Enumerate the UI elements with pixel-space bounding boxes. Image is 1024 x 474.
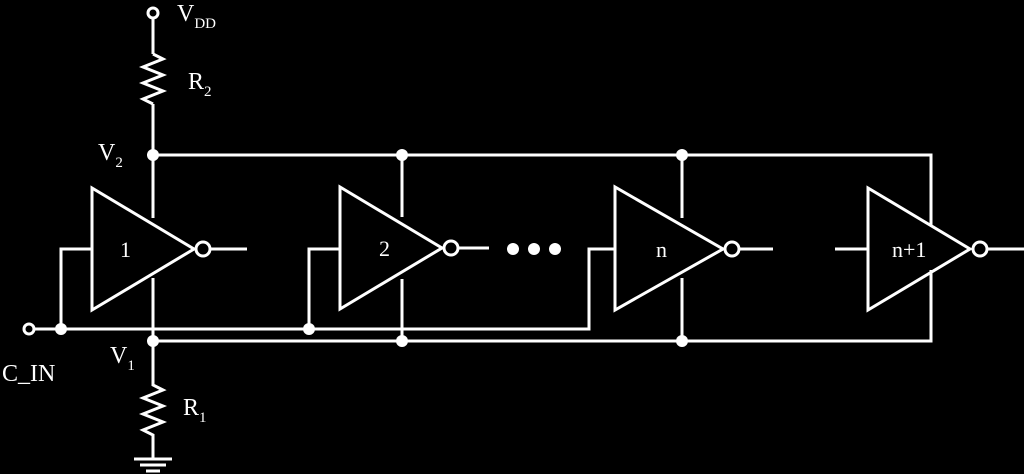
gaten-top-junction: [676, 149, 688, 161]
r2-label: R2: [188, 69, 212, 100]
v1-rail: [153, 270, 933, 343]
gate-1-output-bubble: [194, 240, 212, 258]
v1-subscript: 1: [127, 358, 135, 374]
vdd-label: VDD: [177, 1, 216, 32]
vdd-subscript: DD: [194, 16, 216, 32]
inverter-gate-2: 2: [338, 184, 489, 312]
gate-n-plus-1-output-bubble: [971, 240, 989, 258]
v1-junction: [147, 335, 159, 347]
gate-1-label: 1: [120, 237, 131, 262]
gate1-control-wire: [59, 247, 92, 329]
ground-icon: [134, 457, 172, 473]
gate-2-label: 2: [379, 236, 390, 261]
c-in-label: C_IN: [2, 361, 55, 387]
c-in-junction-gate2: [303, 323, 315, 335]
v2-label: V2: [98, 140, 123, 171]
resistor-r1: [138, 358, 168, 458]
gate2-control-wire: [307, 247, 340, 329]
c-in-terminal: [22, 322, 36, 336]
vdd-terminal: [146, 6, 160, 20]
r1-label: R1: [183, 395, 207, 426]
ellipsis: [507, 243, 561, 255]
c-in-junction-gate1: [55, 323, 67, 335]
v2-subscript: 2: [115, 155, 123, 171]
v2-junction: [147, 149, 159, 161]
r1-subscript: 1: [199, 410, 207, 426]
inverter-gate-n: n: [613, 184, 773, 313]
v2-rail: [153, 153, 933, 226]
resistor-r2: [138, 52, 168, 106]
gate-2-output-bubble: [442, 239, 460, 257]
gate2-top-junction: [396, 149, 408, 161]
inverter-gate-1: 1: [90, 185, 247, 313]
inverter-gate-n-plus-1: n+1: [835, 185, 1024, 313]
gate-n-plus-1-label: n+1: [892, 237, 926, 262]
gate2-bottom-junction: [396, 335, 408, 347]
gate-n-label: n: [656, 237, 667, 262]
r2-subscript: 2: [204, 84, 212, 100]
gaten-bottom-junction: [676, 335, 688, 347]
v1-label: V1: [110, 343, 135, 374]
gate-n-output-bubble: [723, 240, 741, 258]
